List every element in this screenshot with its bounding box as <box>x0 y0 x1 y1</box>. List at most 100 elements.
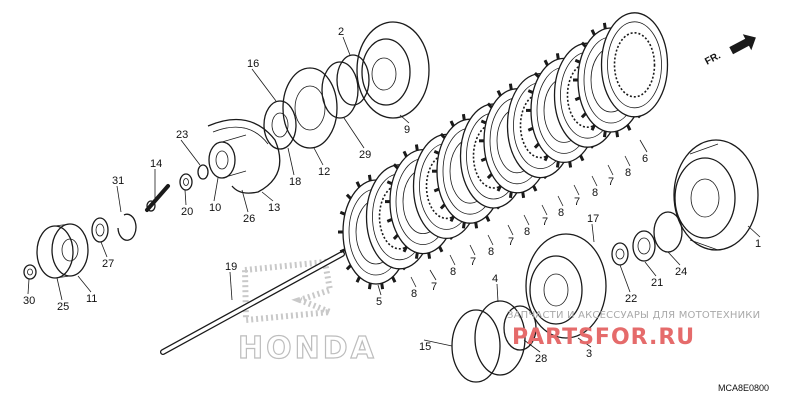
leader-line <box>747 225 761 238</box>
leader-line <box>241 189 249 213</box>
part-number-label: 15 <box>419 341 431 353</box>
leader-line <box>342 36 351 56</box>
part-number-label: 27 <box>102 258 114 270</box>
leader-line <box>619 264 631 293</box>
part-plate-16 <box>263 100 297 150</box>
leader-line <box>261 191 274 202</box>
part-number-label: 31 <box>112 175 124 187</box>
part-number-label: 24 <box>675 266 687 278</box>
clutch-plate-stack <box>338 12 669 290</box>
part-seal-28 <box>503 305 537 351</box>
part-number-label: 23 <box>176 129 188 141</box>
leader-line <box>639 139 648 153</box>
part-number-label: 20 <box>181 206 193 218</box>
leader-line <box>591 223 595 243</box>
leader-line <box>399 114 410 124</box>
leader-line <box>523 214 530 226</box>
part-number-label: 19 <box>225 261 237 273</box>
part-number-label: 14 <box>150 158 162 170</box>
part-pin-14 <box>145 184 170 212</box>
part-number-label: 2 <box>338 26 344 38</box>
part-number-label: 7 <box>542 216 548 228</box>
part-number-label: 7 <box>574 196 580 208</box>
part-number-label: 9 <box>404 124 410 136</box>
part-number-label: 8 <box>411 288 417 300</box>
leader-line <box>496 283 499 303</box>
leader-line <box>116 185 122 213</box>
part-number-label: 28 <box>535 353 547 365</box>
part-ring-4 <box>474 300 526 376</box>
part-washer-23 <box>197 164 209 180</box>
leader-line <box>180 139 201 166</box>
part-ring-2 <box>336 54 370 106</box>
part-number-label: 8 <box>558 207 564 219</box>
leader-line <box>229 271 233 301</box>
part-number-label: 16 <box>247 58 259 70</box>
part-spring-26 <box>207 118 281 194</box>
watermark-tagline: ЗАПЧАСТИ И АКСЕССУАРЫ ДЛЯ МОТОТЕХНИКИ <box>507 310 760 321</box>
leader-line <box>410 276 417 288</box>
leader-line <box>667 251 681 266</box>
part-piston-12 <box>282 67 338 149</box>
leader-line <box>541 204 548 216</box>
leader-line <box>429 269 437 281</box>
part-number-label: 10 <box>209 202 221 214</box>
part-number-label: 7 <box>508 236 514 248</box>
part-number-label: 7 <box>431 281 437 293</box>
part-number-label: 7 <box>470 256 476 268</box>
part-hub-10 <box>208 134 247 179</box>
leader-line <box>591 175 598 187</box>
leader-line <box>77 275 92 293</box>
part-ring-29 <box>321 61 359 119</box>
leader-line <box>577 337 592 348</box>
leader-line <box>56 277 63 301</box>
leader-line <box>557 195 564 207</box>
leader-line <box>27 278 30 295</box>
part-number-label: 8 <box>450 266 456 278</box>
part-number-label: 25 <box>57 301 69 313</box>
arrow-right-icon <box>729 34 756 55</box>
part-bearing-27 <box>91 217 109 243</box>
part-shaft <box>160 251 345 355</box>
leader-line <box>523 339 541 353</box>
leader-lines <box>27 36 761 353</box>
part-nut-30 <box>23 264 37 280</box>
part-number-label: 30 <box>23 295 35 307</box>
part-number-label: 8 <box>625 167 631 179</box>
part-number-label: 8 <box>592 187 598 199</box>
part-outer-drum-1 <box>673 139 759 251</box>
part-number-label: 12 <box>318 166 330 178</box>
leader-line <box>423 339 453 347</box>
clutch-plate-steel <box>600 12 669 118</box>
part-gear-21 <box>632 230 656 262</box>
part-number-label: 3 <box>586 348 592 360</box>
leader-line <box>487 234 494 246</box>
part-bearing-22 <box>611 242 629 266</box>
part-number-label: 6 <box>642 153 648 165</box>
leader-line <box>449 254 456 266</box>
part-drum-9 <box>356 21 430 119</box>
part-circlip-31 <box>117 213 137 241</box>
leader-line <box>184 189 187 206</box>
part-number-label: 17 <box>587 213 599 225</box>
leader-line <box>607 164 614 176</box>
part-ring-24 <box>653 211 683 253</box>
part-hub-3 <box>525 233 607 339</box>
diagram-code: MCA8E0800 <box>718 383 769 393</box>
leader-line <box>624 155 631 167</box>
part-labels: 1234567777778888888910111213141516171819… <box>23 26 761 365</box>
watermark-site: PARTSFOR.RU <box>512 325 695 350</box>
part-number-label: 8 <box>524 226 530 238</box>
part-number-label: 21 <box>651 277 663 289</box>
part-cover-25 <box>36 223 89 279</box>
part-number-label: 5 <box>376 296 382 308</box>
leader-line <box>377 284 382 296</box>
part-number-label: 7 <box>608 176 614 188</box>
site-watermark: ЗАПЧАСТИ И АКСЕССУАРЫ ДЛЯ МОТОТЕХНИКИ PA… <box>507 310 760 350</box>
leader-line <box>343 117 365 149</box>
leader-line <box>573 184 580 196</box>
part-number-label: 11 <box>86 293 97 305</box>
leader-line <box>313 147 324 166</box>
